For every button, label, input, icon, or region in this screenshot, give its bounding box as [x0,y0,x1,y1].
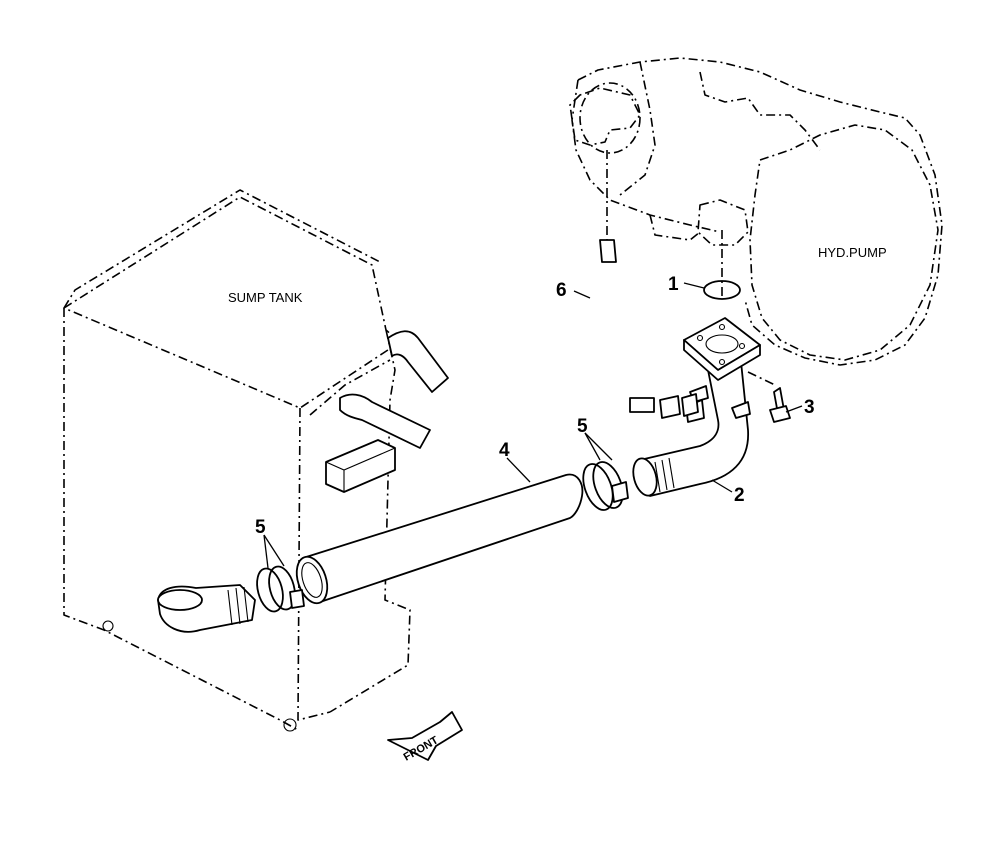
elbow-pipe-2 [632,317,761,497]
tank-outlet-elbow [157,584,256,633]
tank-top-hose [387,330,449,393]
callout-5-right: 5 [577,416,588,437]
sump-tank-outline [63,189,411,732]
callout-6: 6 [556,280,567,301]
leader-1 [683,282,705,289]
callout-5-left: 5 [255,517,266,538]
hose-clamps-left [256,565,305,613]
leader-2 [711,479,733,493]
callout-2: 2 [734,485,745,506]
sump-tank-label: SUMP TANK [228,290,303,305]
hyd-pump-label: HYD.PUMP [818,245,887,260]
leader-3 [785,405,803,413]
tank-block [325,439,396,493]
leader-5a-a [263,534,269,569]
hose-pipe-4 [295,473,584,605]
leader-6 [573,290,591,299]
leader-5b-a [584,432,601,461]
tank-side-hose [339,393,431,449]
leader-5a-b [263,534,285,567]
callout-4: 4 [499,440,510,461]
leader-4 [506,457,531,483]
callout-3: 3 [804,397,815,418]
front-arrow [387,711,463,761]
hydraulic-pump-outline [569,57,943,366]
hose-6 [566,239,699,419]
callout-1: 1 [668,274,679,295]
leader-5b-b [584,432,613,461]
bolt-3 [747,371,791,423]
hose-clamps-right [582,461,629,511]
o-ring-1 [703,280,741,300]
